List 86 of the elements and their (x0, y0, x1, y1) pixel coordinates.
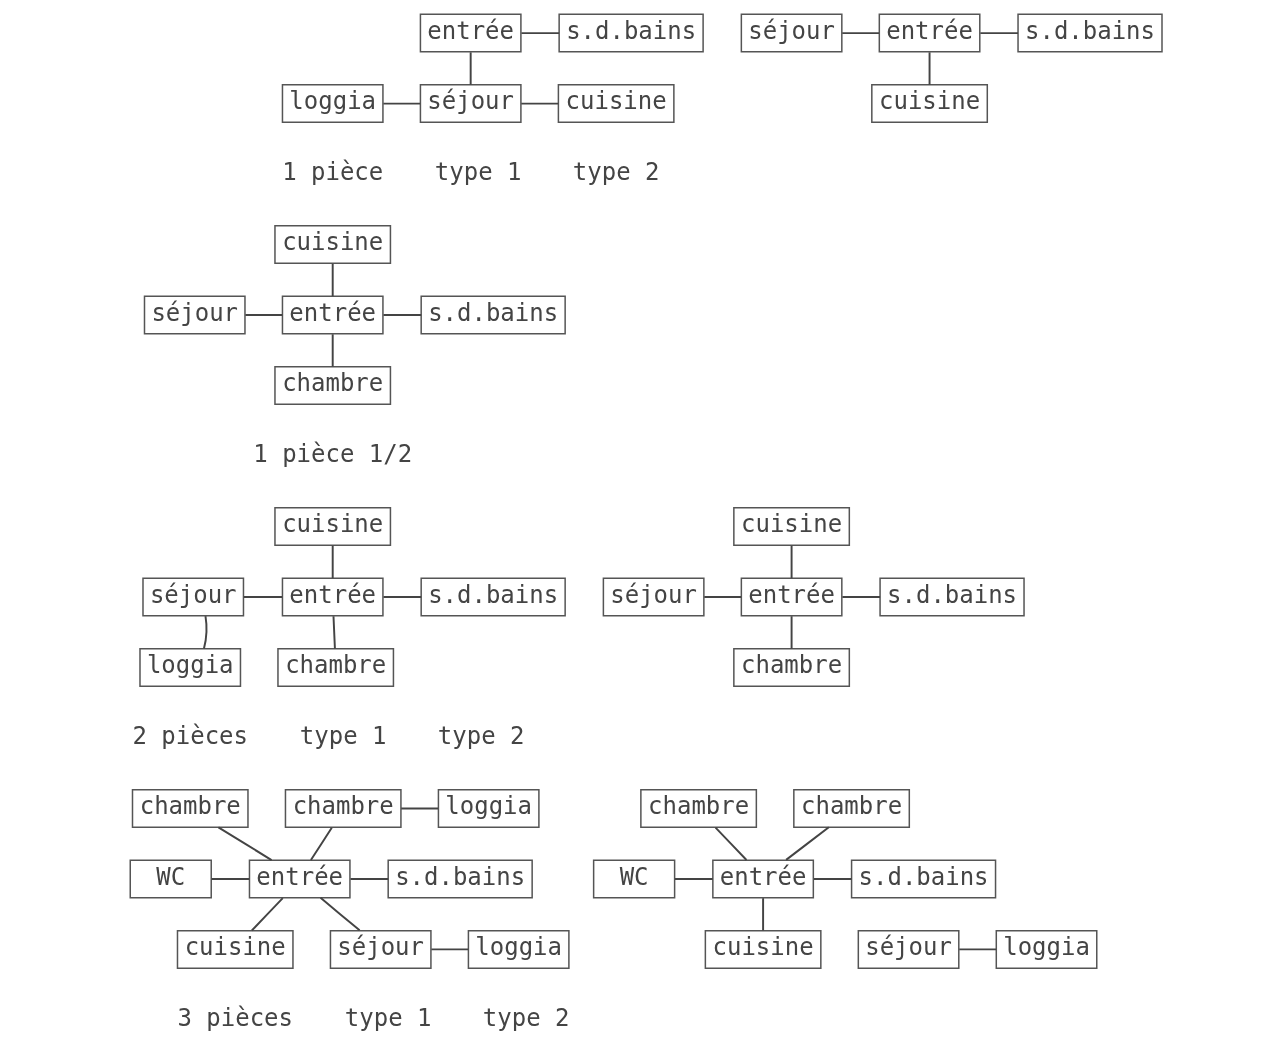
node-box: cuisine (870, 84, 988, 124)
node-box: cuisine (557, 84, 675, 124)
label: type 2 (572, 157, 659, 186)
connector (250, 897, 284, 932)
label: type 2 (437, 721, 524, 750)
connector (202, 615, 207, 650)
node-box: s.d.bains (850, 859, 996, 899)
label: type 1 (434, 157, 521, 186)
node-box: WC (129, 859, 212, 899)
node-box: entrée (711, 859, 814, 899)
node-box: chambre (284, 788, 402, 828)
node-box: s.d.bains (1016, 13, 1163, 53)
node-box: cuisine (704, 929, 822, 969)
connector (331, 333, 334, 368)
node-box: loggia (467, 929, 570, 969)
node-box: chambre (273, 366, 391, 406)
connector (673, 877, 714, 880)
connector (519, 102, 559, 105)
label: type 2 (482, 1003, 569, 1032)
node-box: loggia (281, 84, 384, 124)
connector (331, 544, 334, 580)
node-box: entrée (281, 295, 384, 335)
node-box: cuisine (273, 225, 391, 265)
connector (331, 262, 334, 298)
node-box: entrée (878, 13, 981, 53)
connector (790, 615, 793, 650)
label: 2 pièces (131, 721, 248, 750)
connector (978, 32, 1019, 35)
connector (242, 596, 283, 598)
connector (210, 877, 250, 880)
node-box: chambre (732, 647, 850, 687)
label: type 1 (299, 721, 387, 750)
node-box: séjour (141, 577, 244, 617)
node-box: loggia (437, 788, 540, 828)
node-box: chambre (131, 788, 249, 828)
connector (957, 948, 997, 951)
connector (332, 615, 336, 650)
node-box: s.d.bains (419, 577, 566, 617)
connector (381, 102, 421, 105)
node-box: entrée (419, 13, 522, 53)
connector (812, 877, 853, 880)
node-box: loggia (138, 647, 241, 687)
node-box: entrée (740, 577, 843, 617)
node-box: séjour (602, 577, 705, 617)
connector (928, 51, 931, 86)
node-box: cuisine (732, 507, 850, 546)
node-box: s.d.bains (557, 13, 704, 53)
label: 3 pièces (176, 1003, 293, 1032)
connector (840, 32, 880, 35)
node-box: cuisine (273, 507, 391, 546)
node-box: cuisine (176, 929, 294, 969)
node-box: chambre (792, 788, 910, 828)
node-box: séjour (329, 929, 432, 969)
connector (761, 897, 764, 932)
node-box: chambre (639, 788, 757, 828)
connector (309, 826, 333, 861)
node-box: séjour (740, 13, 843, 53)
node-box: séjour (857, 929, 960, 969)
connector (840, 596, 881, 598)
node-box: chambre (276, 647, 394, 687)
label: 1 pièce (281, 157, 383, 186)
node-box: s.d.bains (386, 859, 533, 899)
connector (382, 596, 422, 598)
label: type 1 (344, 1003, 432, 1032)
node-box: séjour (143, 295, 246, 335)
connector (429, 948, 469, 951)
connector (243, 314, 283, 317)
connector (702, 596, 742, 598)
connector (382, 314, 422, 317)
connector (399, 807, 439, 810)
connector (790, 544, 793, 580)
node-box: s.d.bains (419, 295, 566, 335)
node-box: séjour (419, 84, 522, 124)
connector (784, 826, 830, 861)
connector (216, 826, 273, 862)
node-box: loggia (995, 929, 1097, 969)
label: 1 pièce 1/2 (252, 439, 412, 468)
connector (714, 826, 747, 861)
node-box: entrée (281, 577, 384, 617)
node-box: s.d.bains (878, 577, 1025, 617)
connector (469, 51, 472, 86)
node-box: WC (592, 859, 675, 899)
connector (319, 896, 361, 932)
node-box: entrée (248, 859, 351, 899)
connector (349, 877, 389, 880)
connector (519, 32, 560, 35)
